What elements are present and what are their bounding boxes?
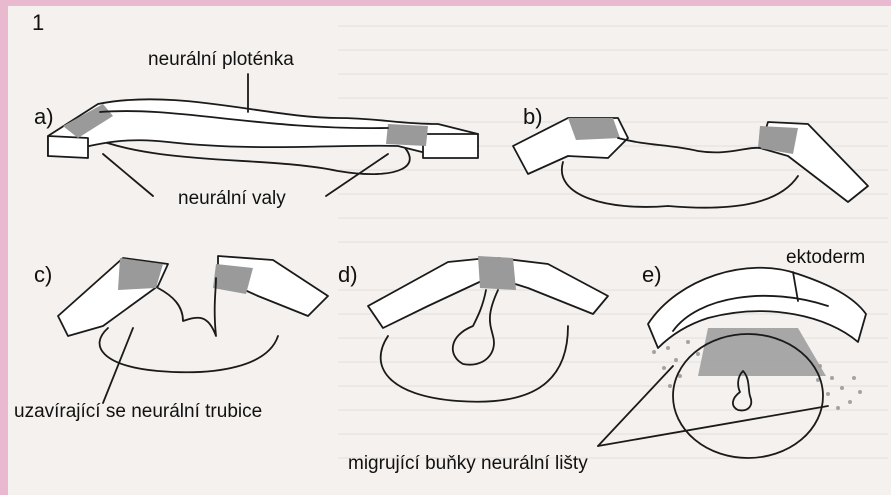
stage-c-drawing (58, 256, 328, 403)
panel-label-b: b) (523, 106, 543, 128)
panel-label-a: a) (34, 106, 54, 128)
figure-panel: 1 a) b) c) d) e) neurální ploténka neurá… (8, 6, 891, 495)
figure-number: 1 (32, 12, 44, 34)
label-neural-plate: neurální ploténka (148, 50, 294, 69)
stage-d-drawing (368, 256, 608, 402)
label-crest-cells: migrující buňky neurální lišty (348, 454, 588, 473)
panel-label-c: c) (34, 264, 52, 286)
panel-label-d: d) (338, 264, 358, 286)
stage-a-drawing (48, 74, 478, 196)
stage-e-drawing (598, 268, 866, 458)
label-neural-folds: neurální valy (178, 189, 286, 208)
panel-label-e: e) (642, 264, 662, 286)
label-ectoderm: ektoderm (786, 248, 865, 267)
label-closing-tube: uzavírající se neurální trubice (14, 402, 262, 421)
